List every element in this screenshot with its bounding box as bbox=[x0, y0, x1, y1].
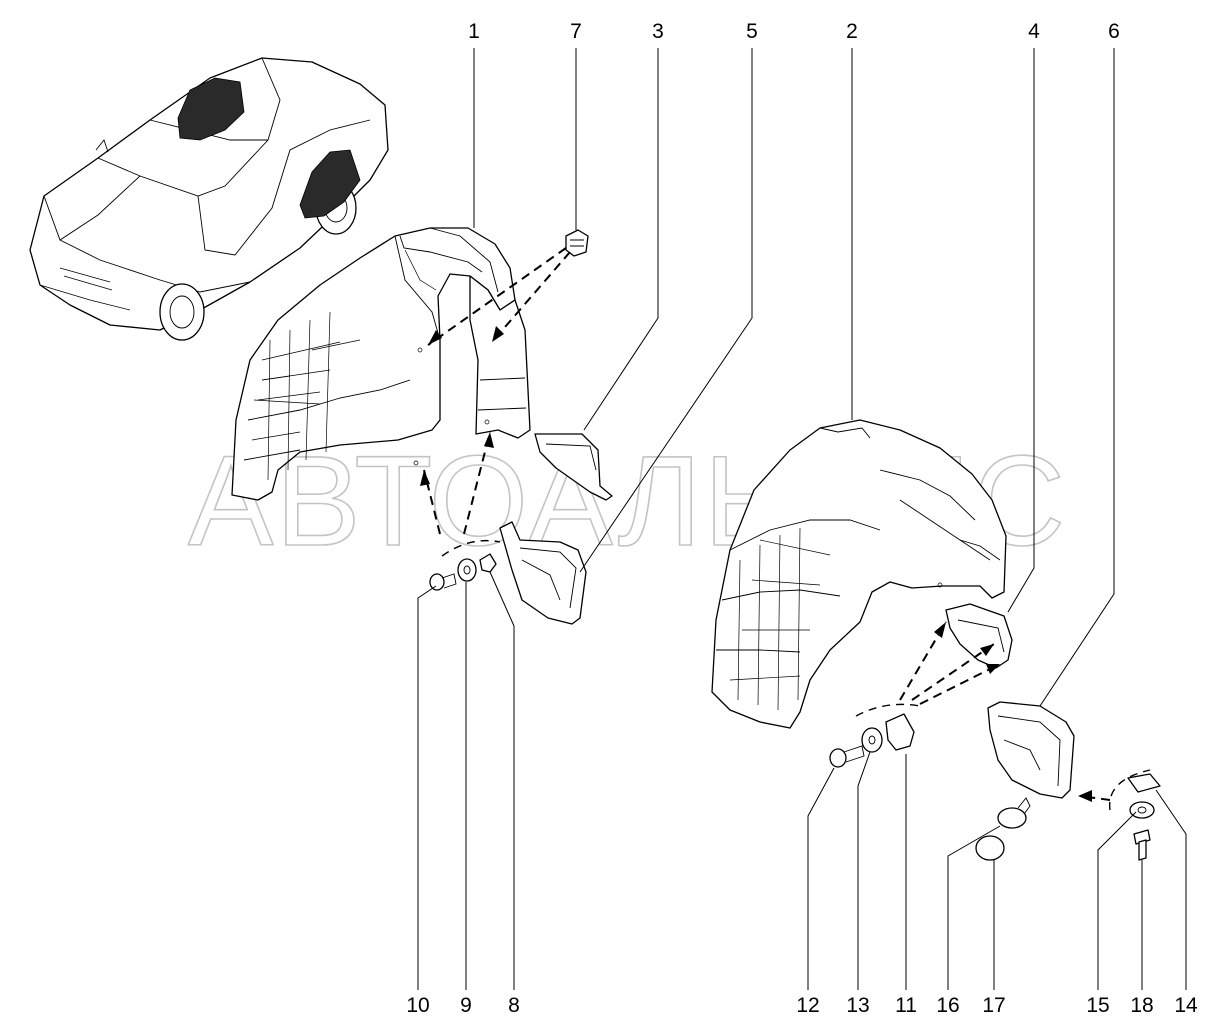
mudflap-part-6 bbox=[987, 701, 1075, 799]
assembly-arrows bbox=[423, 247, 1151, 811]
callout-15: 15 bbox=[1086, 994, 1109, 1017]
bolt-part-18 bbox=[1133, 829, 1151, 861]
clip-part-8 bbox=[479, 553, 497, 573]
wheel-liner-part-2 bbox=[711, 419, 1007, 729]
washer-part-15 bbox=[1129, 801, 1155, 819]
washer-part-9 bbox=[457, 558, 477, 582]
callout-10: 10 bbox=[406, 994, 429, 1017]
callout-1: 1 bbox=[468, 20, 480, 43]
arrow-heads bbox=[420, 326, 1092, 802]
callout-11: 11 bbox=[895, 994, 917, 1017]
bracket-part-3 bbox=[534, 433, 613, 501]
callout-16: 16 bbox=[936, 994, 959, 1017]
callout-17: 17 bbox=[982, 994, 1005, 1017]
nut-part-14 bbox=[1127, 773, 1161, 793]
callout-4: 4 bbox=[1028, 20, 1040, 43]
screw-part-10 bbox=[429, 573, 457, 591]
push-clip-part-16 bbox=[997, 797, 1031, 829]
nut-part-11 bbox=[885, 713, 915, 751]
callout-18: 18 bbox=[1130, 994, 1153, 1017]
callout-13: 13 bbox=[846, 994, 869, 1017]
callout-numbers: 1 7 3 5 2 4 6 10 9 8 12 13 11 16 17 15 1… bbox=[406, 20, 1198, 1017]
mudflap-part-5 bbox=[499, 521, 587, 625]
callout-2: 2 bbox=[846, 20, 858, 43]
bracket-part-4 bbox=[945, 603, 1013, 669]
callout-9: 9 bbox=[460, 994, 472, 1017]
washer-part-13 bbox=[861, 727, 883, 753]
callout-12: 12 bbox=[796, 994, 819, 1017]
screw-part-12 bbox=[829, 745, 865, 768]
callout-3: 3 bbox=[652, 20, 664, 43]
callout-8: 8 bbox=[508, 994, 520, 1017]
car-thumbnail bbox=[29, 57, 389, 341]
callout-14: 14 bbox=[1174, 994, 1198, 1017]
callout-6: 6 bbox=[1108, 20, 1120, 43]
cap-part-17 bbox=[975, 835, 1005, 861]
clip-part-7 bbox=[565, 229, 589, 257]
callout-5: 5 bbox=[746, 20, 758, 43]
leader-lines bbox=[417, 48, 1187, 990]
callout-7: 7 bbox=[570, 20, 582, 43]
wheel-liner-part-1 bbox=[231, 227, 531, 501]
